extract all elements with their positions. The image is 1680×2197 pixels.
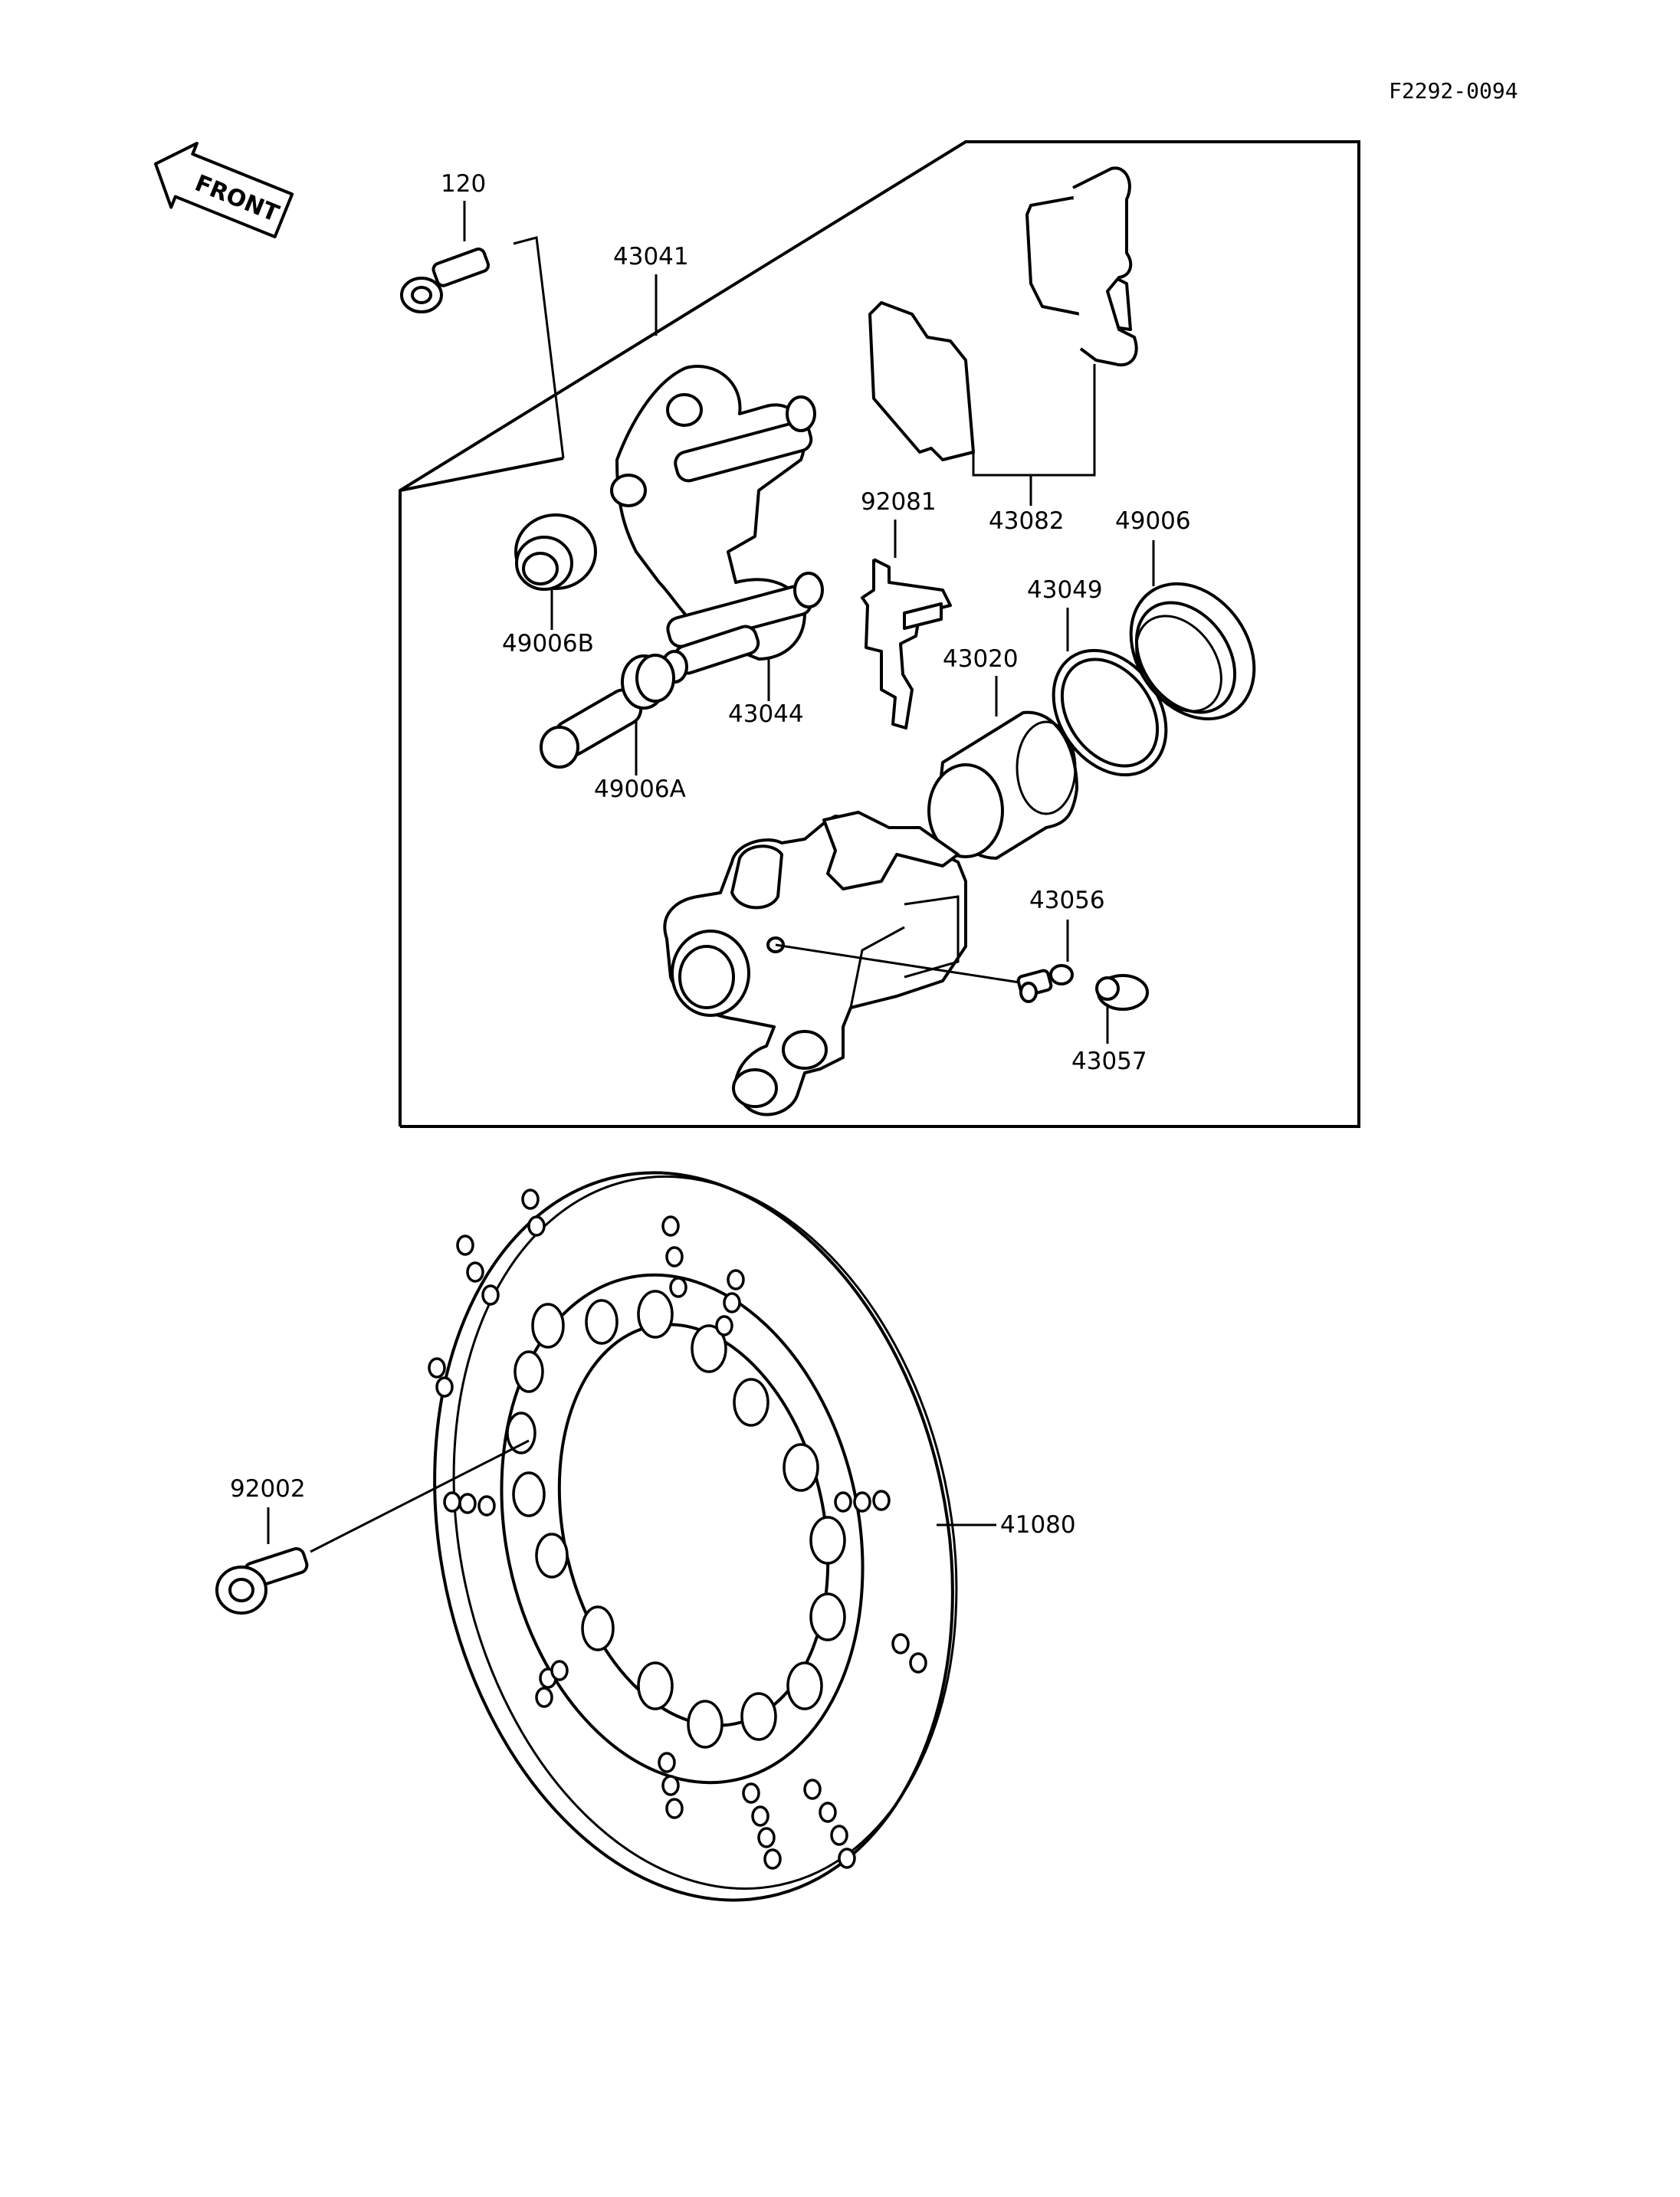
label-43057: 43057 xyxy=(1071,1048,1147,1075)
label-43020: 43020 xyxy=(943,645,1019,673)
dust-seal-49006b xyxy=(514,513,597,591)
front-arrow: FRONT xyxy=(154,142,294,239)
disc-bolt-92002 xyxy=(215,1439,530,1615)
caliper-holder-43041 xyxy=(610,365,824,661)
pad-spring-92081 xyxy=(861,558,952,730)
bleed-cap-43057 xyxy=(1095,974,1149,1011)
label-43056: 43056 xyxy=(1029,887,1105,914)
caliper-assembly-frame xyxy=(399,140,1360,1128)
piston-seal-43049 xyxy=(1052,648,1168,777)
label-49006: 49006 xyxy=(1115,507,1191,535)
label-43044: 43044 xyxy=(728,700,804,728)
disc-outer-holes xyxy=(428,1189,927,1870)
label-41080: 41080 xyxy=(1000,1511,1076,1539)
bleed-valve-43056 xyxy=(775,943,1074,1003)
label-43049: 43049 xyxy=(1027,576,1103,604)
label-92081: 92081 xyxy=(861,488,937,516)
diagram-code: F2292-0094 xyxy=(1389,78,1518,103)
caliper-body xyxy=(663,811,967,1117)
pin-49006a xyxy=(540,654,675,769)
bolt-120 xyxy=(400,236,565,459)
label-49006a: 49006A xyxy=(594,776,686,803)
label-49006b: 49006B xyxy=(502,630,594,657)
disc-inner-holes xyxy=(506,1290,846,1749)
label-43041: 43041 xyxy=(613,243,689,271)
label-120: 120 xyxy=(441,170,486,198)
dust-seal-49006 xyxy=(1129,582,1256,721)
label-92002: 92002 xyxy=(230,1475,306,1503)
brake-pads-43082 xyxy=(868,166,1138,477)
piston-43020 xyxy=(927,710,1078,860)
label-43082: 43082 xyxy=(989,507,1065,535)
brake-disc-41080 xyxy=(428,1171,958,1902)
